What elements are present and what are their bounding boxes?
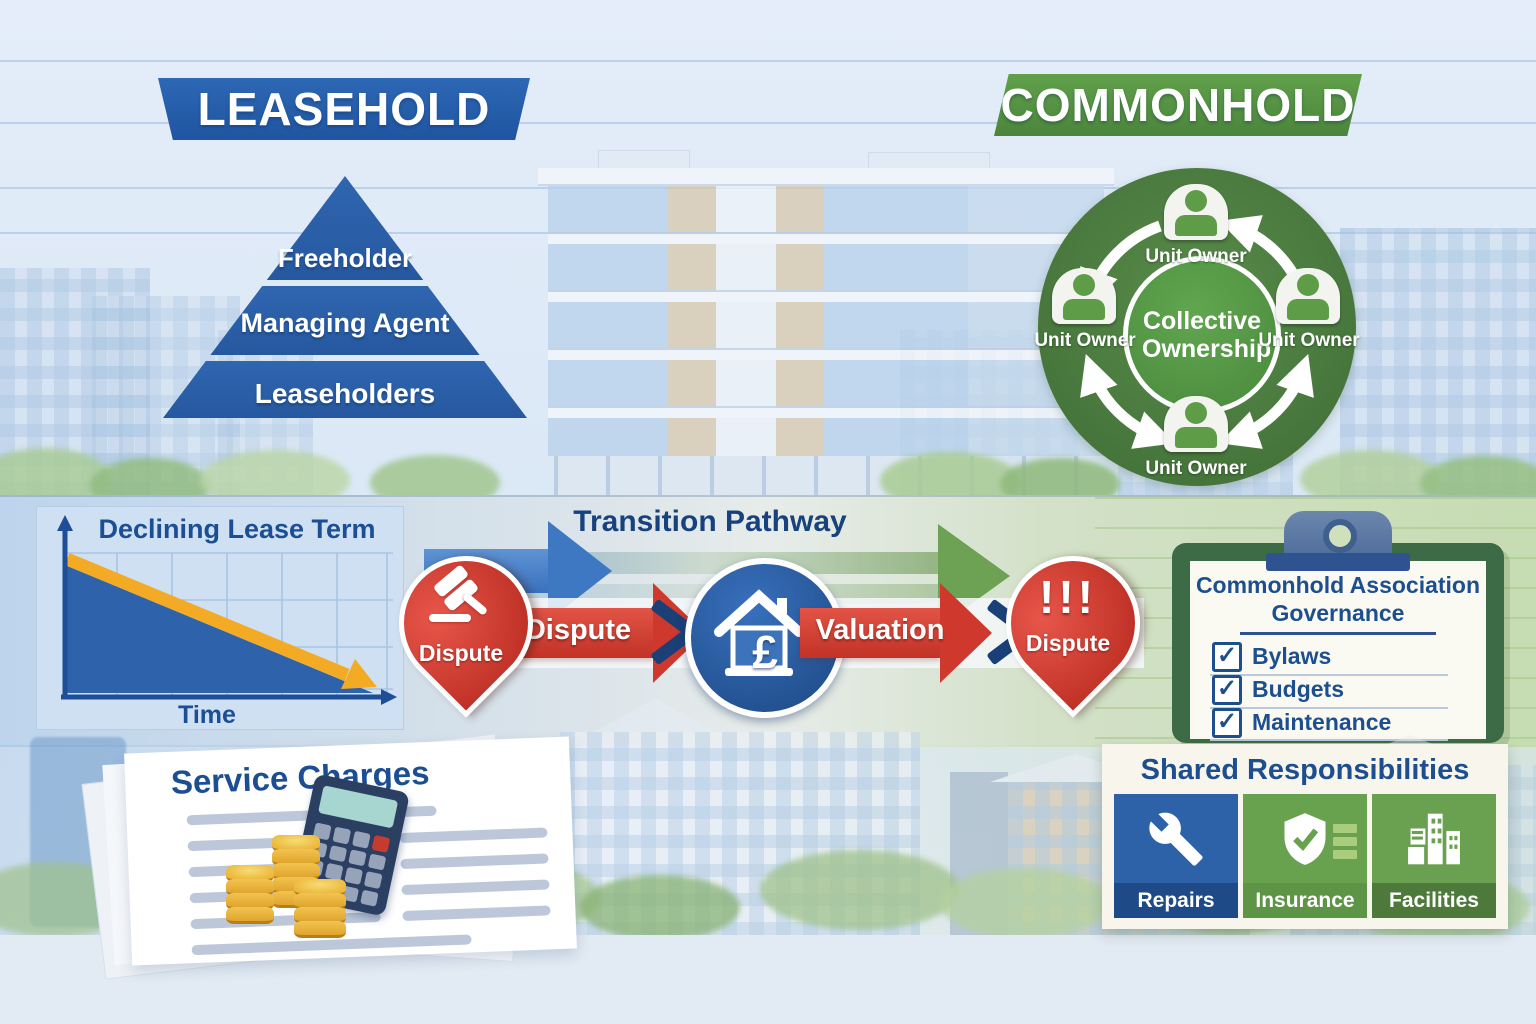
governance-title-underline [1240,632,1436,635]
gavel-icon [427,564,495,624]
dispute-pin: Dispute [371,528,561,718]
lease-chart-plot [57,515,397,705]
person-icon [1052,268,1116,324]
person-icon [1164,396,1228,452]
text-line [190,911,381,930]
unit-owner-label: Unit Owner [1145,246,1247,267]
facilities-tile: Facilities [1372,794,1496,918]
dispute-pin-label: Dispute [418,640,504,666]
shield-check-icon [1284,812,1326,865]
shared-responsibilities-panel: Shared Responsibilities Repairs Insuranc… [1102,744,1508,929]
leasehold-banner: LEASEHOLD [158,78,530,140]
tree [760,850,960,930]
chart-title: Declining Lease Term [98,513,376,544]
commonhold-banner: COMMONHOLD [994,74,1362,136]
unit-owner-label: Unit Owner [1034,330,1136,351]
governance-item-maintenance: Maintenance [1252,709,1392,735]
coin-stack-icon [294,879,346,938]
dispute-arrow-label: Dispute [524,614,632,646]
text-line [400,853,549,870]
list-separator [1210,739,1448,741]
shared-responsibilities-title: Shared Responsibilities [1140,753,1470,786]
pound-symbol: £ [752,626,778,678]
repairs-label: Repairs [1114,883,1238,918]
pyramid-level-leaseholders: Leaseholders [254,378,436,409]
dispute-pin-label: Dispute [1025,630,1111,656]
valuation-arrow-label: Valuation [815,614,945,646]
text-line [399,827,548,844]
person-icon [1276,268,1340,324]
wrench-icon [1149,812,1203,866]
tree [940,868,1110,938]
transition-pathway-title: Transition Pathway [573,505,847,538]
valuation-arrow-head-icon [940,583,992,683]
pyramid-level-freeholder: Freeholder [277,243,413,273]
dispute-pin: !!! Dispute [978,528,1168,718]
buildings-icon [1408,813,1460,864]
collective-ownership-label: Collective Ownership [1123,256,1281,414]
checkbox-icon: ✓ [1212,708,1242,738]
checkbox-icon: ✓ [1212,675,1242,705]
governance-item-budgets: Budgets [1252,676,1344,702]
facilities-label: Facilities [1372,883,1496,918]
governance-title-line2: Governance [1271,600,1405,626]
collective-ownership-diagram: Collective Ownership Unit Owner Unit Own… [1034,168,1360,486]
declining-lease-chart: Declining Lease Term Time [36,506,404,730]
governance-title-line1: Commonhold Association [1195,572,1481,598]
insurance-label: Insurance [1243,883,1367,918]
list-separator [1210,707,1448,709]
checkbox-icon: ✓ [1212,642,1242,672]
unit-owner-label: Unit Owner [1258,330,1360,351]
tree [580,875,740,940]
coin-stack-icon [226,865,274,924]
ruled-line [0,122,1536,124]
governance-item-bylaws: Bylaws [1252,643,1332,669]
house-pound-icon [714,589,804,676]
text-line [401,879,550,896]
leasehold-banner-label: LEASEHOLD [197,83,491,135]
apartment-building-illustration [538,150,1114,495]
calculator-screen [318,785,399,829]
clipboard-clip-bar [1266,553,1410,571]
unit-owner-label: Unit Owner [1145,458,1247,479]
person-icon [1164,184,1228,240]
repairs-tile: Repairs [1114,794,1238,918]
pyramid-level-managing-agent: Managing Agent [240,308,450,338]
list-separator [1210,674,1448,676]
ruled-line [0,60,1536,62]
text-line [402,905,551,922]
chart-x-axis-label: Time [178,700,236,729]
service-charges-title: Service Charges [170,753,431,801]
insurance-tile: Insurance [1243,794,1367,918]
list-bars-icon [1333,824,1357,863]
commonhold-banner-label: COMMONHOLD [1000,79,1356,131]
exclamation-icon: !!! [1039,571,1097,623]
valuation-arrow [800,608,940,658]
